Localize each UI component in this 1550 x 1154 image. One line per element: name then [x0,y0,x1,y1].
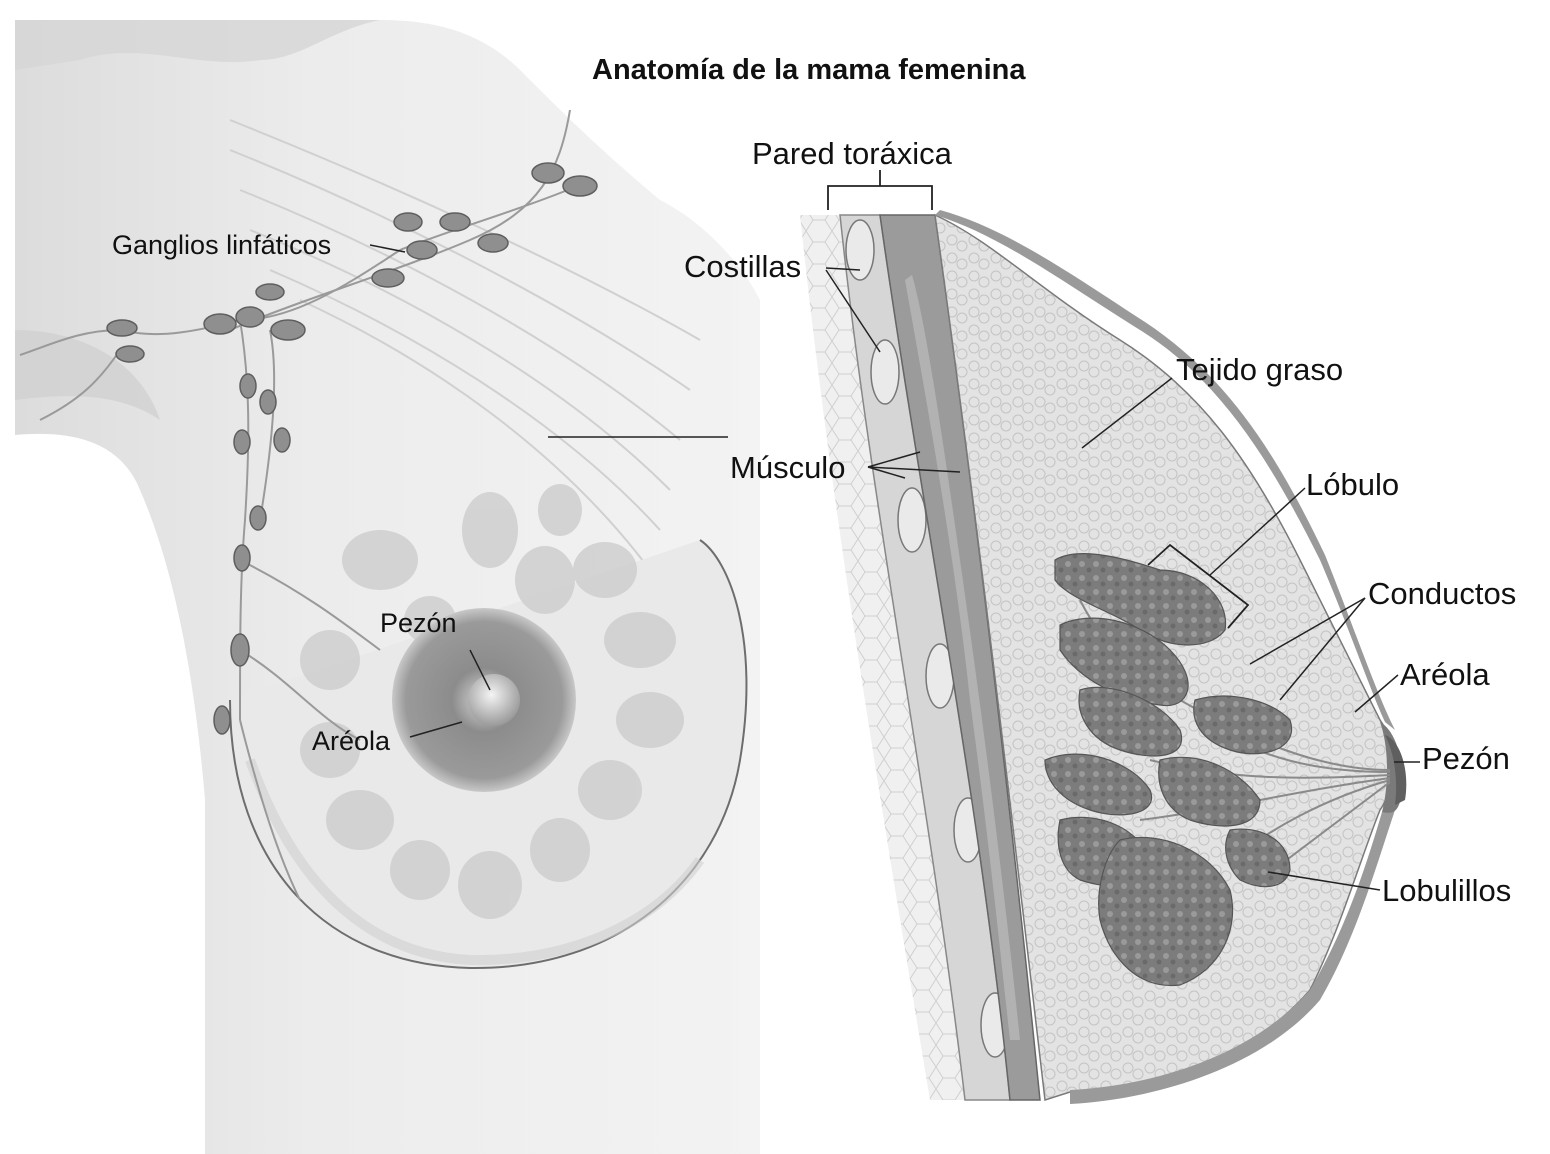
label-lobulillos: Lobulillos [1382,875,1511,906]
label-musculo: Músculo [730,452,845,483]
label-areola-side: Aréola [1400,659,1490,690]
label-areola-front: Aréola [312,728,390,755]
label-pared-toraxica: Pared toráxica [752,138,952,169]
front-view [15,20,760,1154]
label-tejido-graso: Tejido graso [1176,354,1343,385]
cross-section [800,170,1420,1104]
label-conductos: Conductos [1368,578,1516,609]
label-costillas: Costillas [684,251,801,282]
nipple-front [468,674,520,726]
label-ganglios: Ganglios linfáticos [112,232,331,259]
label-lobulo: Lóbulo [1306,469,1399,500]
diagram-title: Anatomía de la mama femenina [592,56,1026,85]
pared-bracket [828,186,932,210]
label-pezon-front: Pezón [380,610,457,637]
label-pezon-side: Pezón [1422,743,1510,774]
